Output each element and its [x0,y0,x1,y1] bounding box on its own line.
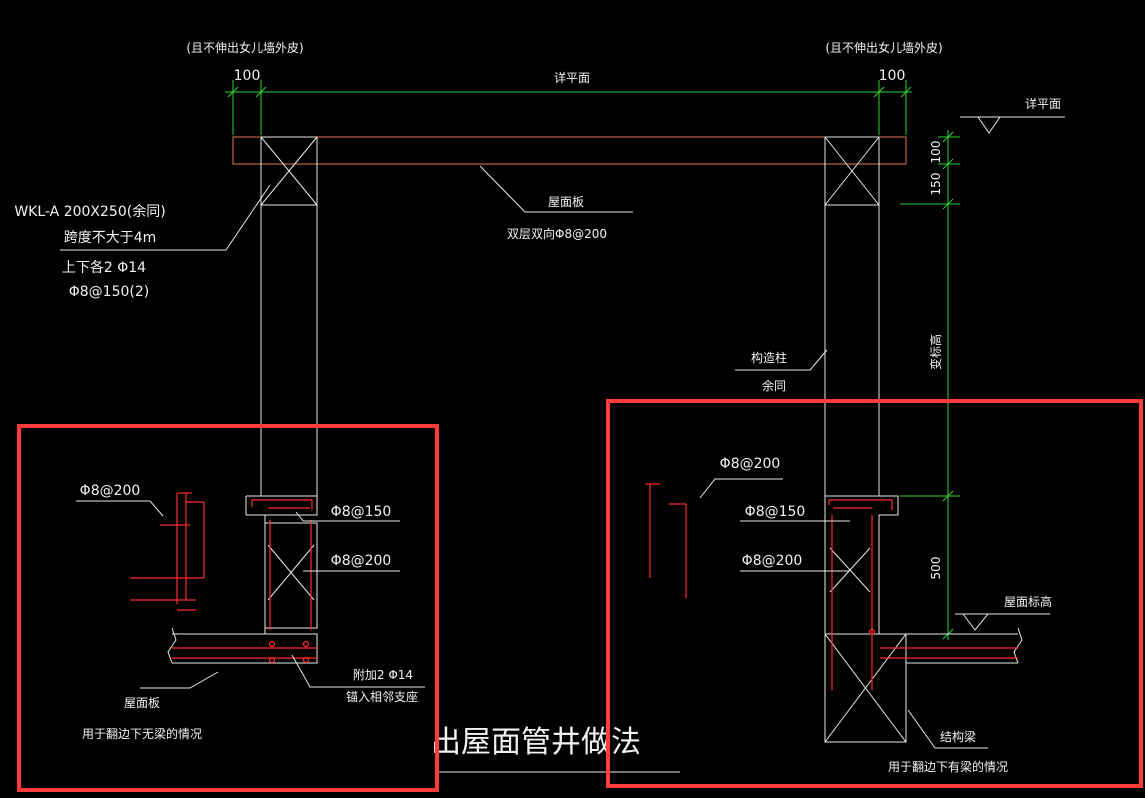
right-rebar-b: Φ8@150 [745,504,806,520]
beam-leader [60,184,271,251]
beam-label-3: 上下各2 Φ14 [62,260,146,276]
left-add-2: 锚入相邻支座 [346,689,418,704]
vert-dim-500: 500 [929,557,943,580]
center-dim-label: 详平面 [554,70,590,85]
highlight-box-right [606,399,1143,788]
beam-label-4: Φ8@150(2) [69,284,149,300]
slab-label-1: 屋面板 [548,195,584,209]
column-label-1: 构造柱 [751,350,787,365]
beam-label-2: 跨度不大于4m [64,230,157,246]
vert-dim-100: 100 [929,141,943,164]
right-vertical-dimension [900,130,960,640]
right-top-note: (且不伸出女儿墙外皮) [825,40,942,55]
elevation-marker-roof [955,613,1050,631]
top-dimension [225,80,912,135]
elevation-label: 详平面 [1025,96,1061,111]
right-rebar-c: Φ8@200 [742,553,803,569]
right-column [824,136,880,496]
left-rebar-c: Φ8@200 [331,553,392,569]
slab-leader [479,165,633,213]
roof-slab [232,136,907,165]
beam-label-1: WKL-A 200X250(余同) [14,203,165,220]
left-detail-drawing [76,492,425,689]
right-rebar-a: Φ8@200 [720,456,781,472]
right-detail-drawing [645,478,1023,749]
left-add-1: 附加2 Φ14 [353,668,413,682]
elevation-marker-top [960,116,1065,134]
left-column [260,136,318,496]
column-label-2: 余同 [762,378,786,393]
left-dim-value: 100 [234,68,261,84]
vert-dim-height: 变标高 [928,334,943,370]
slab-label-2: 双层双向Φ8@200 [507,226,607,241]
column-leader [735,349,828,371]
vert-dim-150: 150 [929,173,943,196]
roof-elevation-label: 屋面标高 [1004,594,1052,609]
left-rebar-b: Φ8@150 [331,504,392,520]
right-beam-label: 结构梁 [940,729,976,744]
right-dim-value: 100 [879,68,906,84]
left-slab-label: 屋面板 [124,696,160,710]
highlight-box-left [17,424,439,792]
left-top-note: (且不伸出女儿墙外皮) [186,40,303,55]
left-rebar-a: Φ8@200 [80,483,141,499]
right-case-label: 用于翻边下有梁的情况 [888,759,1008,774]
left-case-label: 用于翻边下无梁的情况 [82,726,202,741]
